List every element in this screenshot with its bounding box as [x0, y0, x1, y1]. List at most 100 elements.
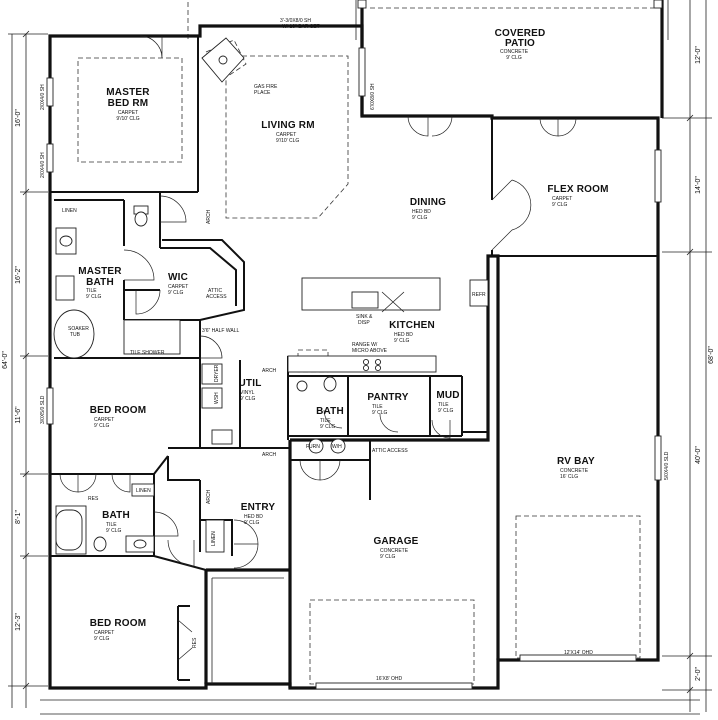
svg-text:BATH: BATH [102, 510, 130, 521]
room-wic: WIC CARPET 9' CLG [168, 272, 188, 296]
room-kitchen: KITCHEN HED BD 9' CLG [389, 320, 435, 344]
room-master-bath: MASTER BATH TILE 9' CLG [78, 266, 122, 300]
svg-text:9' CLG: 9' CLG [394, 338, 410, 344]
svg-text:SOAKER: SOAKER [68, 326, 89, 332]
svg-text:12'X14' OHD: 12'X14' OHD [564, 650, 593, 656]
room-dining: DINING HED BD 9' CLG [410, 197, 446, 221]
svg-text:RANGE W/: RANGE W/ [352, 342, 378, 348]
rv-bay-door [519, 654, 637, 662]
svg-text:9' CLG: 9' CLG [552, 202, 568, 208]
room-flex: FLEX ROOM CARPET 9' CLG [547, 184, 608, 208]
room-pantry: PANTRY TILE 9' CLG [367, 392, 408, 416]
svg-text:ACCESS: ACCESS [206, 294, 227, 300]
svg-text:LINEN: LINEN [211, 531, 217, 546]
svg-text:DISP: DISP [358, 320, 370, 326]
svg-text:TILE SHOWER: TILE SHOWER [130, 350, 165, 356]
svg-text:CARPET: CARPET [276, 132, 296, 138]
svg-text:9' CLG: 9' CLG [438, 408, 454, 414]
svg-text:CARPET: CARPET [94, 417, 114, 423]
svg-text:FLEX ROOM: FLEX ROOM [547, 184, 608, 195]
svg-text:5/0X4/0 SLD: 5/0X4/0 SLD [664, 451, 670, 480]
svg-text:TILE: TILE [320, 418, 331, 424]
covered-patio [187, 0, 669, 118]
exterior-walls [48, 24, 660, 690]
soaker-tub-icon [53, 309, 95, 359]
toilet-icon [134, 211, 148, 227]
svg-text:UTIL: UTIL [238, 378, 261, 389]
svg-text:BED ROOM: BED ROOM [90, 618, 147, 629]
svg-text:9' CLG: 9' CLG [240, 396, 256, 402]
room-entry: ENTRY HED BD 9' CLG [241, 502, 276, 526]
svg-text:CARPET: CARPET [118, 110, 138, 116]
dim-left-total: 64'-0" [2, 351, 9, 369]
svg-text:ATTIC: ATTIC [208, 288, 222, 294]
svg-text:HED BD: HED BD [394, 332, 413, 338]
svg-text:9' CLG: 9' CLG [506, 55, 522, 61]
svg-text:WIC: WIC [168, 272, 188, 283]
room-covered-patio: COVERED PATIO CONCRETE 9' CLG [495, 28, 546, 61]
room-util: UTIL VINYL 9' CLG [238, 378, 261, 402]
svg-text:DINING: DINING [410, 197, 446, 208]
svg-text:BED RM: BED RM [108, 98, 149, 109]
svg-text:BATH: BATH [316, 406, 344, 417]
svg-text:BED ROOM: BED ROOM [90, 405, 147, 416]
svg-text:GAS FIRE: GAS FIRE [254, 84, 278, 90]
svg-text:ENTRY: ENTRY [241, 502, 276, 513]
svg-text:VINYL: VINYL [240, 390, 255, 396]
svg-text:WSH: WSH [214, 392, 220, 404]
svg-text:9' CLG: 9' CLG [372, 410, 388, 416]
interior-walls [50, 36, 658, 688]
svg-text:9' CLG: 9' CLG [412, 215, 428, 221]
svg-text:9' CLG: 9' CLG [94, 423, 110, 429]
room-living: LIVING RM CARPET 9'/10' CLG [261, 120, 314, 144]
svg-text:MASTER: MASTER [106, 87, 150, 98]
dim-left-1: 16'-0" [15, 109, 22, 127]
refrigerator [469, 279, 489, 307]
bottom-dimension-line [40, 699, 700, 715]
svg-text:9' CLG: 9' CLG [86, 294, 102, 300]
svg-text:MUD: MUD [436, 390, 459, 401]
svg-text:2/0X4/0 SH: 2/0X4/0 SH [40, 84, 46, 110]
entry-porch-walls [204, 568, 290, 684]
room-bed-2: BED ROOM CARPET 9' CLG [90, 405, 147, 429]
room-bed-3: BED ROOM CARPET 9' CLG [90, 618, 147, 642]
svg-text:ARCH: ARCH [262, 452, 277, 458]
fixtures [53, 37, 489, 555]
svg-text:W/ 16" BAR SET: W/ 16" BAR SET [282, 24, 320, 30]
svg-text:FURN: FURN [306, 444, 320, 450]
svg-text:16' CLG: 16' CLG [560, 474, 578, 480]
svg-text:RES: RES [192, 637, 198, 648]
svg-text:3'6" HALF WALL: 3'6" HALF WALL [202, 328, 239, 334]
svg-text:2/0X4/0 SH: 2/0X4/0 SH [40, 152, 46, 178]
svg-text:SINK &: SINK & [356, 314, 373, 320]
room-master-bed: MASTER BED RM CARPET 9'/10' CLG [106, 87, 150, 122]
svg-text:ATTIC ACCESS: ATTIC ACCESS [372, 448, 408, 454]
svg-text:3/0X5/0 SLD: 3/0X5/0 SLD [40, 395, 46, 424]
garage-door [315, 682, 473, 690]
room-garage: GARAGE CONCRETE 9' CLG [373, 536, 418, 560]
dim-right-total: 68'-0" [708, 346, 715, 364]
svg-text:PLACE: PLACE [254, 90, 271, 96]
dim-left-2: 16'-2" [15, 266, 22, 284]
svg-text:GARAGE: GARAGE [373, 536, 418, 547]
svg-text:16'X8' OHD: 16'X8' OHD [376, 676, 402, 682]
svg-text:REFR: REFR [472, 292, 486, 298]
svg-text:CONCRETE: CONCRETE [560, 468, 589, 474]
svg-text:9' CLG: 9' CLG [106, 528, 122, 534]
svg-text:TILE: TILE [372, 404, 383, 410]
svg-text:ARCH: ARCH [206, 489, 212, 504]
room-bath-3: BATH TILE 9' CLG [102, 510, 130, 534]
svg-text:RES: RES [88, 496, 99, 502]
room-rv-bay: RV BAY CONCRETE 16' CLG [557, 456, 595, 480]
svg-text:PANTRY: PANTRY [367, 392, 408, 403]
dim-right-1: 12'-0" [695, 46, 702, 64]
svg-text:MASTER: MASTER [78, 266, 122, 277]
svg-text:CONCRETE: CONCRETE [380, 548, 409, 554]
svg-text:MICRO ABOVE: MICRO ABOVE [352, 348, 388, 354]
svg-text:9'/10' CLG: 9'/10' CLG [276, 138, 299, 144]
svg-text:TILE: TILE [86, 288, 97, 294]
svg-text:9' CLG: 9' CLG [94, 636, 110, 642]
svg-text:BATH: BATH [86, 277, 114, 288]
doors [59, 35, 577, 661]
